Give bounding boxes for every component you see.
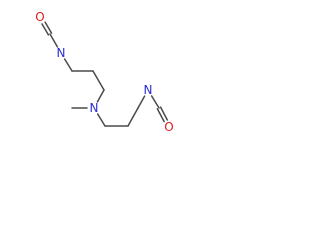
bond-c3-c4 — [92, 70, 105, 91]
bond-c6-c7 — [127, 107, 139, 127]
bonds-layer — [41, 21, 169, 127]
bond-n1-c2 — [63, 58, 73, 72]
atom-labels-layer: O N N N O — [35, 10, 173, 134]
bond-n3-c8 — [150, 95, 160, 109]
bond-c8-o2-a — [156, 108, 165, 123]
bond-o1-c1-b — [44, 21, 53, 34]
molecule-svg: O N N N O — [35, 10, 173, 134]
bond-c8-o2-b — [159, 106, 169, 121]
bond-n2-c5 — [96, 113, 106, 127]
structure-diagram: O N N N O — [0, 0, 212, 171]
bond-c7-n3 — [137, 95, 146, 109]
bond-c4-n2 — [96, 89, 105, 103]
bond-c1-n1 — [49, 33, 59, 48]
atom-label-n1: N — [57, 46, 66, 60]
atom-label-n3: N — [144, 83, 153, 97]
atom-label-o2: O — [164, 120, 173, 134]
bond-o1-c1-a — [41, 23, 50, 36]
atom-label-n2: N — [90, 101, 99, 115]
atom-label-o1: O — [35, 10, 44, 24]
